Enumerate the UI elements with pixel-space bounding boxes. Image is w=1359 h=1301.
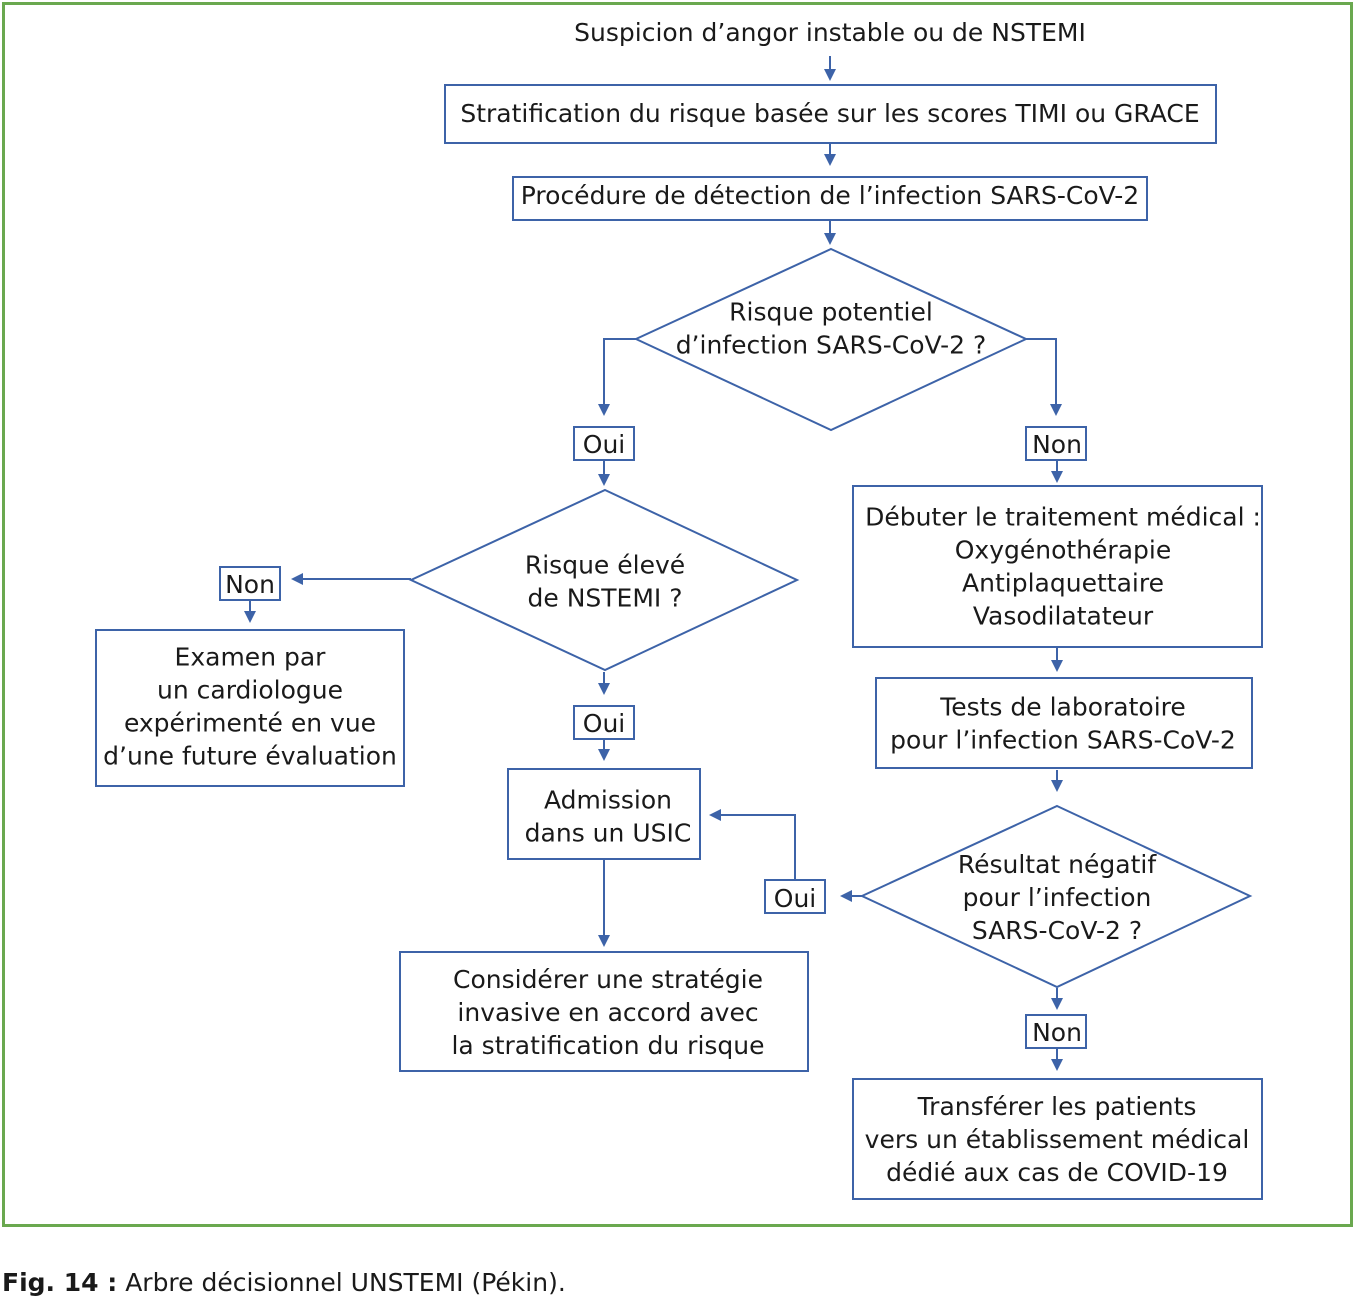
label-line: Procédure de détection de l’infection SA… xyxy=(521,181,1139,210)
arrowhead xyxy=(709,809,721,821)
label-treatment: Débuter le traitement médical : Oxygénoth… xyxy=(865,502,1261,630)
label-exam: Examen par un cardiologue expérimenté en v… xyxy=(103,642,397,770)
caption-text: Arbre décisionnel UNSTEMI (Pékin). xyxy=(125,1268,566,1297)
label-line: dans un USIC xyxy=(525,818,692,847)
label-oui-2: Oui xyxy=(583,709,625,738)
arrowhead xyxy=(291,573,303,585)
label-line: Risque élevé xyxy=(525,550,685,579)
caption-label: Fig. 14 : xyxy=(2,1268,118,1297)
label-non-1: Non xyxy=(1032,430,1082,459)
label-line: Non xyxy=(225,570,275,599)
box-non-3 xyxy=(1025,1014,1087,1049)
arrowhead xyxy=(598,683,610,695)
figure-caption: Fig. 14 : Arbre décisionnel UNSTEMI (Pék… xyxy=(2,1268,566,1297)
box-oui-3 xyxy=(764,879,826,914)
label-line: expérimenté en vue xyxy=(124,708,376,737)
label-line: Transférer les patients xyxy=(917,1092,1197,1121)
box-admission xyxy=(507,768,701,860)
label-line: Examen par xyxy=(175,642,327,671)
box-non-1 xyxy=(1025,426,1087,461)
label-line: Débuter le traitement médical : xyxy=(865,502,1261,531)
box-invasive xyxy=(399,951,809,1072)
label-lab-tests: Tests de laboratoire pour l’infection SAR… xyxy=(890,692,1236,754)
arrowhead xyxy=(244,611,256,623)
label-line: d’infection SARS-CoV-2 ? xyxy=(676,330,987,359)
edge-d1-oui xyxy=(603,338,636,409)
label-line: Vasodilatateur xyxy=(973,601,1154,630)
box-treatment xyxy=(852,485,1263,648)
label-line: Résultat négatif xyxy=(958,850,1157,879)
box-oui-1 xyxy=(573,426,635,461)
arrowhead xyxy=(598,474,610,486)
arrowhead xyxy=(1051,1059,1063,1071)
box-lab-tests xyxy=(875,677,1253,769)
label-line: vers un établissement médical xyxy=(865,1125,1250,1154)
box-transfer xyxy=(852,1078,1263,1200)
box-oui-2 xyxy=(573,705,635,740)
arrowhead xyxy=(840,890,852,902)
label-line: pour l’infection SARS-CoV-2 xyxy=(890,725,1236,754)
label-transfer: Transférer les patients vers un établisse… xyxy=(865,1092,1250,1187)
label-line: Antiplaquettaire xyxy=(962,568,1164,597)
figure-frame xyxy=(2,2,1353,1227)
label-line: Oxygénothérapie xyxy=(955,535,1171,564)
flowchart-labels: Suspicion d’angor instable ou de NSTEMI … xyxy=(103,18,1261,1187)
label-non-3: Non xyxy=(1032,1018,1082,1047)
label-line: la stratification du risque xyxy=(451,1031,764,1060)
arrowhead xyxy=(824,233,836,245)
label-line: Non xyxy=(1032,1018,1082,1047)
label-line: d’une future évaluation xyxy=(103,741,397,770)
label-line: Considérer une stratégie xyxy=(453,965,763,994)
arrowhead xyxy=(824,69,836,81)
label-stratification: Stratification du risque basée sur les s… xyxy=(460,99,1199,128)
label-invasive: Considérer une stratégie invasive en acco… xyxy=(451,965,764,1060)
flowchart-arrowheads xyxy=(244,69,1063,1071)
label-line: Tests de laboratoire xyxy=(939,692,1186,721)
label-admission: Admission dans un USIC xyxy=(525,785,692,847)
label-line: Admission xyxy=(544,785,672,814)
label-line: invasive en accord avec xyxy=(457,998,758,1027)
arrowhead xyxy=(1051,780,1063,792)
label-line: de NSTEMI ? xyxy=(528,583,683,612)
label-detection: Procédure de détection de l’infection SA… xyxy=(521,181,1139,210)
label-line: Suspicion d’angor instable ou de NSTEMI xyxy=(574,18,1086,47)
label-line: dédié aux cas de COVID-19 xyxy=(886,1158,1228,1187)
label-line: Stratification du risque basée sur les s… xyxy=(460,99,1199,128)
arrowhead xyxy=(824,154,836,166)
label-line: pour l’infection xyxy=(963,883,1152,912)
label-line: SARS-CoV-2 ? xyxy=(972,916,1142,945)
arrowhead xyxy=(1051,660,1063,672)
edge-oui3-admission xyxy=(716,814,796,880)
label-line: Oui xyxy=(583,709,625,738)
label-line: Oui xyxy=(583,430,625,459)
label-line: Risque potentiel xyxy=(729,297,933,326)
box-non-2 xyxy=(219,566,281,601)
label-line: un cardiologue xyxy=(157,675,343,704)
arrowhead xyxy=(598,404,610,416)
box-detection xyxy=(512,176,1148,221)
diamond-nstemi-risk xyxy=(408,488,800,672)
arrowhead xyxy=(598,935,610,947)
label-start: Suspicion d’angor instable ou de NSTEMI xyxy=(574,18,1086,47)
box-stratification xyxy=(444,84,1217,144)
label-non-2: Non xyxy=(225,570,275,599)
edge-d1-non xyxy=(1026,338,1057,409)
arrowhead xyxy=(1051,998,1063,1010)
diamond-infection-risk xyxy=(633,247,1029,432)
label-nstemi-risk: Risque élevé de NSTEMI ? xyxy=(525,550,685,612)
label-line: Oui xyxy=(774,884,816,913)
label-oui-3: Oui xyxy=(774,884,816,913)
label-oui-1: Oui xyxy=(583,430,625,459)
arrowhead xyxy=(1051,471,1063,483)
flowchart: Suspicion d’angor instable ou de NSTEMI … xyxy=(95,18,1263,1200)
box-exam xyxy=(95,629,405,787)
arrowhead xyxy=(1050,404,1062,416)
arrowhead xyxy=(598,749,610,761)
label-infection-risk: Risque potentiel d’infection SARS-CoV-2 ? xyxy=(676,297,987,359)
label-line: Non xyxy=(1032,430,1082,459)
diamond-negative-result xyxy=(859,804,1253,989)
